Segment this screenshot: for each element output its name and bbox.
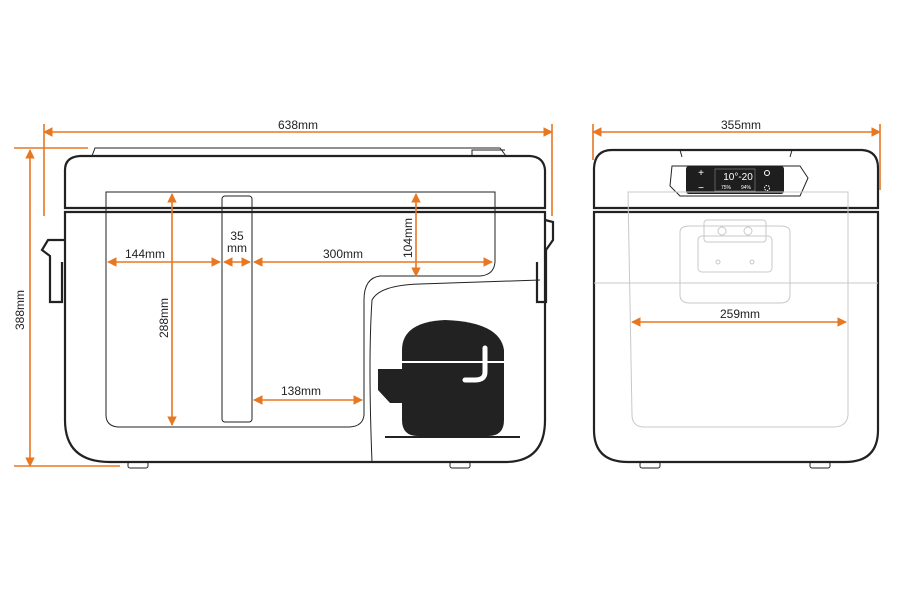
- side-width-label: 355mm: [721, 118, 761, 132]
- side-lid: [592, 148, 880, 210]
- front-lid: [63, 154, 547, 210]
- divider-width-label: 35: [230, 229, 244, 243]
- foot: [127, 461, 149, 469]
- left-handle: [40, 238, 65, 304]
- inner-right-width-label: 300mm: [323, 247, 363, 261]
- lower-right-width-label: 138mm: [281, 384, 321, 398]
- power-icon[interactable]: [764, 170, 770, 176]
- front-view: 638mm 388mm 144mm 35 mm 300mm 104mm 288m…: [13, 118, 555, 469]
- side-inner-width-label: 259mm: [720, 307, 760, 321]
- lid-top-strip: [91, 147, 507, 157]
- panel-bezel: [669, 165, 809, 197]
- side-inner: [627, 191, 849, 428]
- divider: [221, 195, 253, 423]
- minus-button[interactable]: −: [698, 183, 704, 194]
- inner-left-width-label: 144mm: [125, 247, 165, 261]
- handle-icon: [679, 219, 791, 304]
- divider-width-unit: mm: [227, 241, 247, 255]
- side-view: + − 10°-20 75% 94% 355mm 259mm: [592, 118, 881, 469]
- inner-height-label: 288mm: [157, 298, 171, 338]
- side-body: [592, 210, 880, 464]
- left-reading: 75%: [721, 185, 732, 191]
- overall-height-label: 388mm: [13, 290, 27, 330]
- front-body: [63, 210, 547, 464]
- plus-button[interactable]: +: [698, 168, 704, 179]
- temp-display: 10°-20: [723, 172, 753, 183]
- control-panel: + − 10°-20 75% 94%: [686, 166, 784, 194]
- foot: [809, 461, 831, 469]
- foot: [449, 461, 471, 469]
- step-height-label: 104mm: [401, 218, 415, 258]
- right-reading: 94%: [741, 185, 752, 191]
- settings-icon[interactable]: [764, 185, 770, 191]
- foot: [639, 461, 661, 469]
- overall-width-label: 638mm: [278, 118, 318, 132]
- right-handle: [535, 218, 555, 304]
- inner-compartment: [105, 191, 496, 428]
- compressor-icon: [378, 320, 520, 438]
